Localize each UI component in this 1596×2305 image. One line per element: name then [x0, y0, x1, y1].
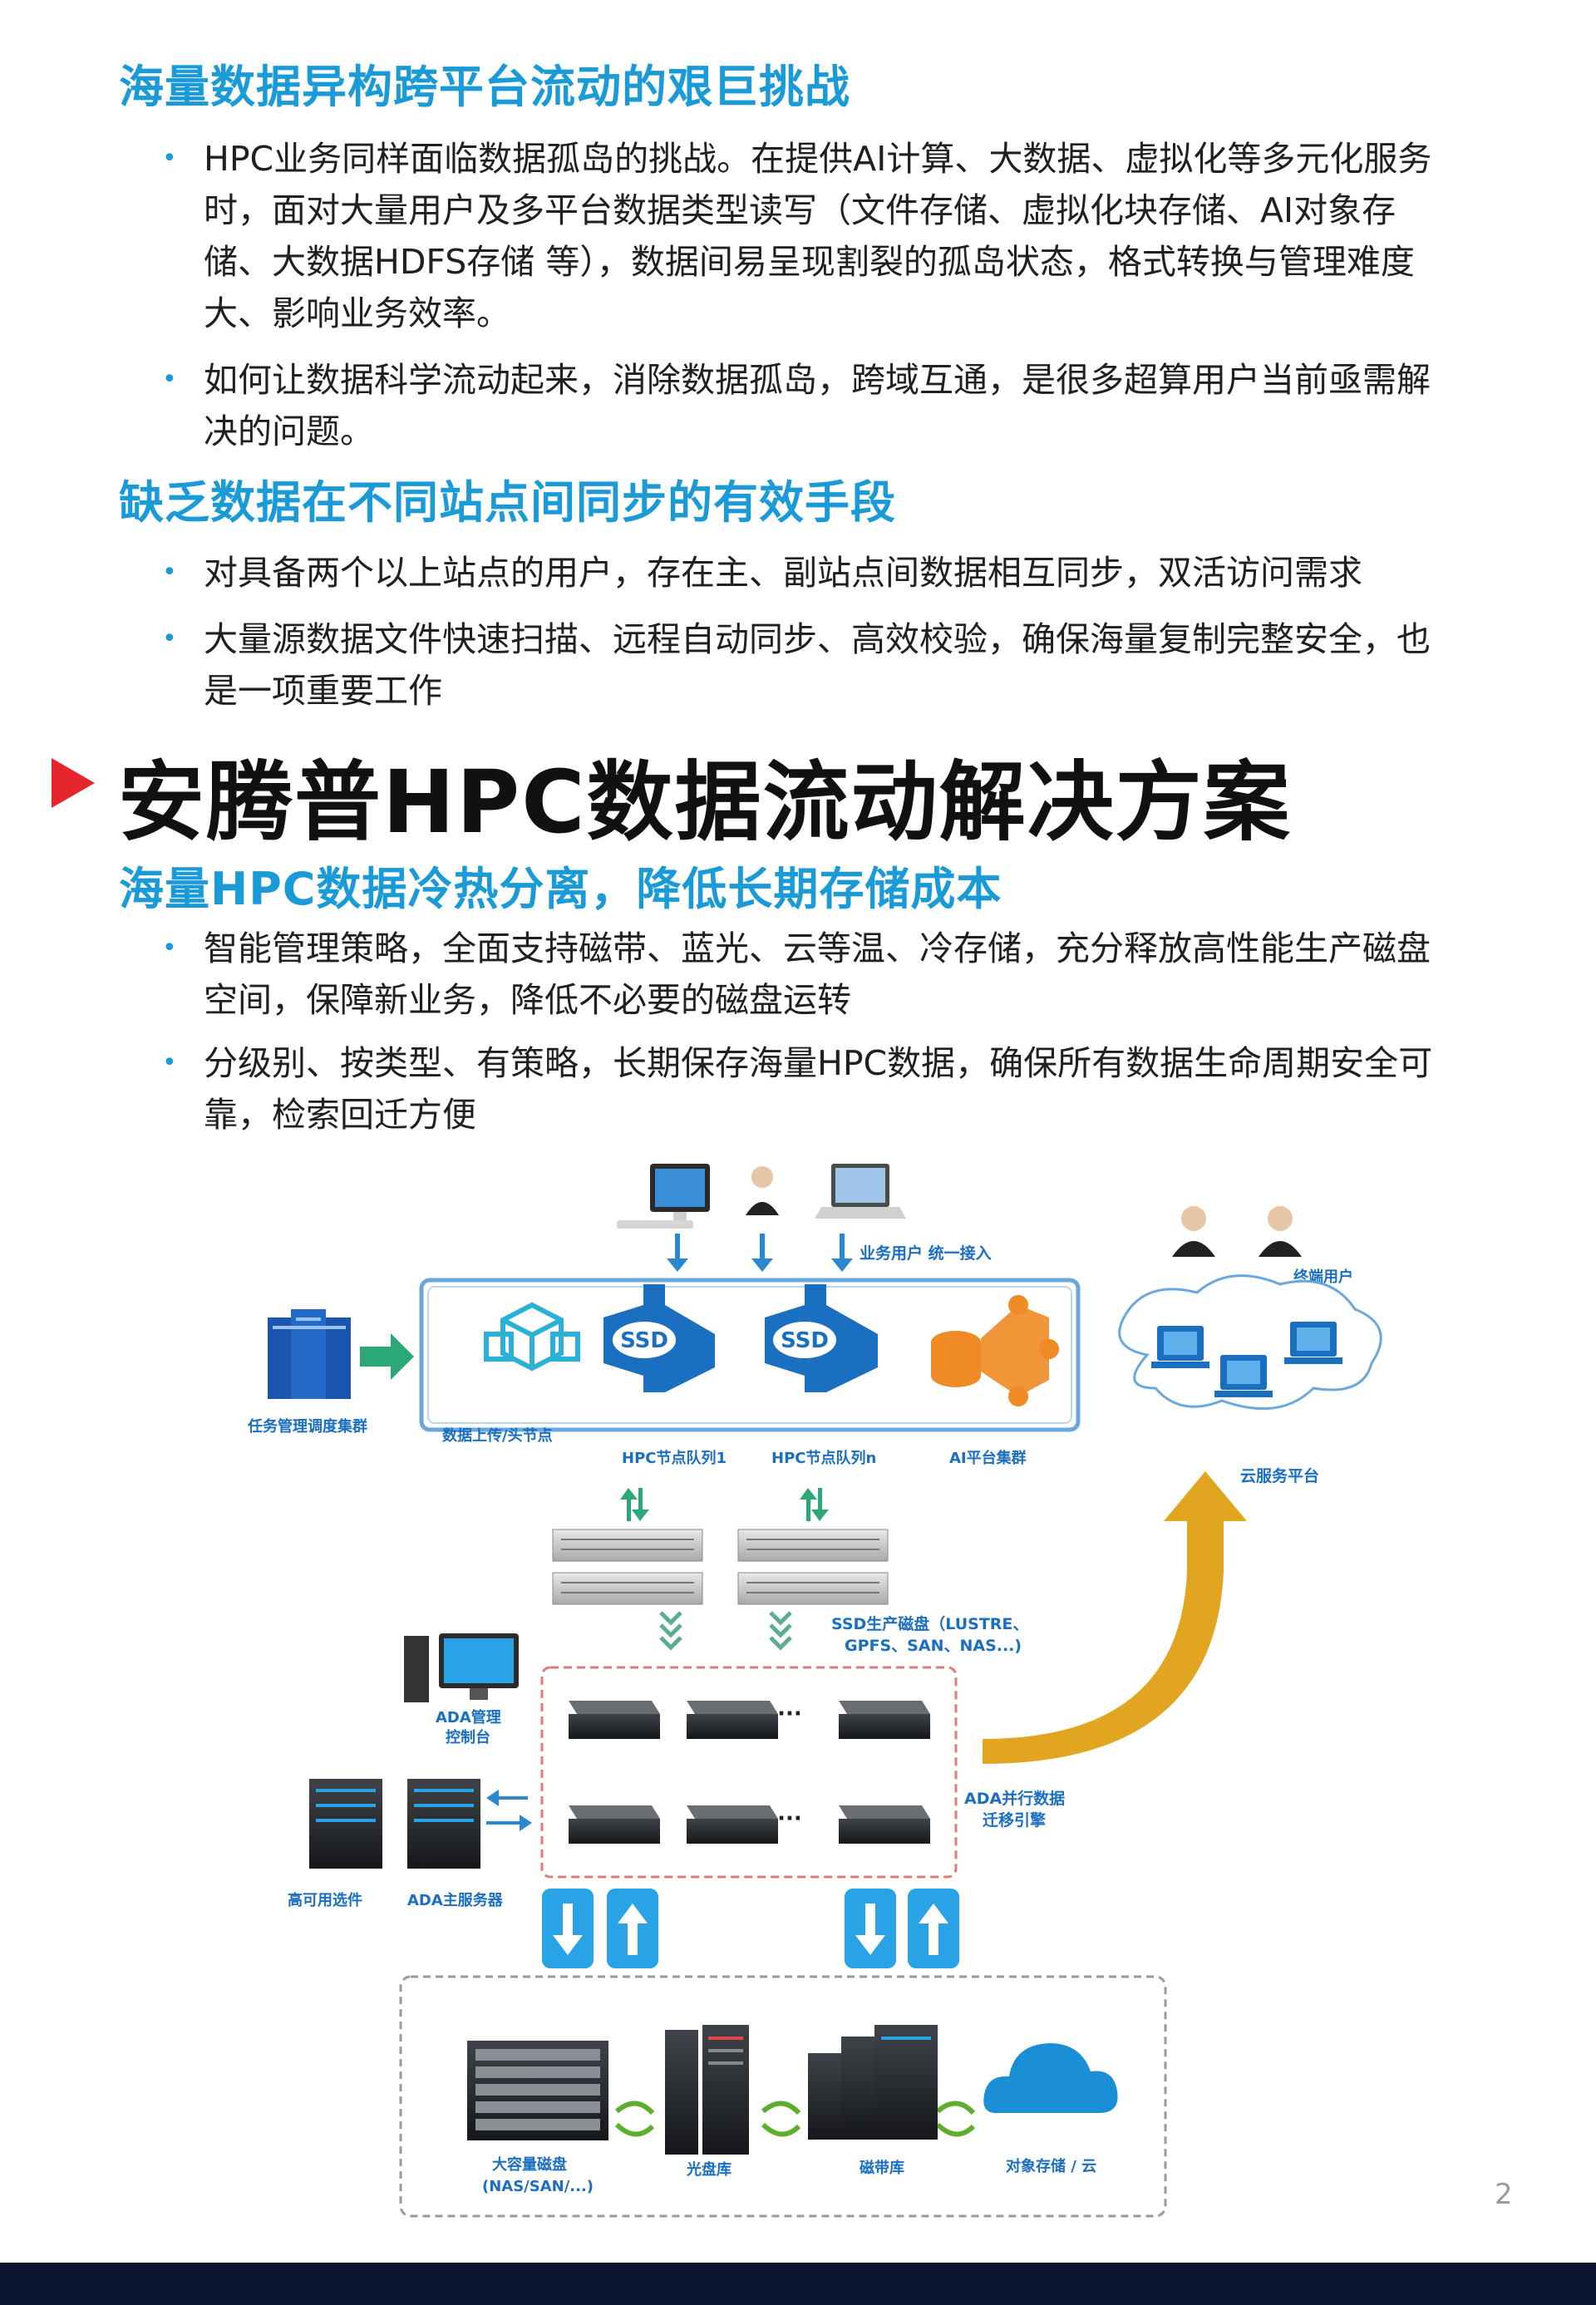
business-users-label: 业务用户 统一接入: [860, 1244, 992, 1263]
chevron-down-icon: [659, 1611, 792, 1651]
cloud-platform-icon: [1118, 1274, 1382, 1411]
ssd-storage-rack: [552, 1529, 889, 1605]
ada-engine-frame: [540, 1666, 958, 1879]
tape-library-label: 磁带库: [860, 2159, 904, 2177]
ada-console-label-2: 控制台: [446, 1728, 490, 1746]
tape-library-icon: [808, 2025, 938, 2140]
ada-console-label: ADA管理: [436, 1708, 501, 1726]
bullet-text: 智能管理策略，全面支持磁带、蓝光、云等温、冷存储，充分释放高性能生产磁盘空间，保…: [204, 928, 1431, 1020]
optical-library-icon: [665, 2025, 749, 2155]
hpc-queue-n-label: HPC节点队列n: [771, 1449, 876, 1467]
bidirectional-arrow-icon: [620, 1488, 829, 1521]
ada-main-server-icon: [407, 1779, 480, 1869]
ha-server-icon: [309, 1779, 382, 1869]
ssd-disk-label: SSD生产磁盘（LUSTRE、: [831, 1614, 1028, 1633]
footer-bar: [0, 2263, 1596, 2305]
bullet-list-challenge: • HPC业务同样面临数据孤岛的挑战。在提供AI计算、大数据、虚拟化等多元化服务…: [162, 133, 1459, 457]
cloud-platform-label: 云服务平台: [1240, 1466, 1319, 1485]
scheduler-label: 任务管理调度集群: [247, 1417, 367, 1436]
list-item: • HPC业务同样面临数据孤岛的挑战。在提供AI计算、大数据、虚拟化等多元化服务…: [162, 133, 1459, 339]
down-arrow-icon: [667, 1234, 853, 1272]
bullet-text: 分级别、按类型、有策略，长期保存海量HPC数据，确保所有数据生命周期安全可靠，检…: [204, 1043, 1433, 1135]
refresh-icon: [614, 2101, 976, 2137]
workstation-icon: [1151, 1322, 1342, 1397]
ada-engine-label-2: 迁移引擎: [983, 1810, 1046, 1830]
ssd-badge: SSD: [781, 1328, 829, 1353]
page-title: 安腾普HPC数据流动解决方案: [118, 751, 1292, 853]
upload-node-icon: [484, 1302, 580, 1372]
user-avatar-icon: [746, 1166, 779, 1215]
scheduler-server-icon: [268, 1309, 351, 1399]
hpc-queue-n-icon: SSD: [765, 1284, 878, 1392]
bullet-dot-icon: •: [162, 624, 177, 653]
bullet-dot-icon: •: [162, 365, 177, 394]
bullet-dot-icon: •: [162, 144, 177, 173]
ai-cluster-icon: [931, 1295, 1059, 1406]
bulk-disk-icon: [467, 2041, 608, 2140]
list-item: • 对具备两个以上站点的用户，存在主、副站点间数据相互同步，双活访问需求: [162, 547, 1459, 598]
architecture-diagram: 业务用户 统一接入 任务管理调度集群 数据上传/头节点 SSD HPC节点队列1…: [247, 1164, 1382, 2218]
list-item: • 如何让数据科学流动起来，消除数据孤岛，跨域互通，是很多超算用户当前亟需解决的…: [162, 354, 1459, 457]
migration-arrow-icon: [983, 1471, 1247, 1764]
optical-library-label: 光盘库: [686, 2160, 732, 2179]
section-heading-sync: 缺乏数据在不同站点间同步的有效手段: [119, 476, 896, 529]
page-number: 2: [1495, 2178, 1513, 2211]
ssd-badge: SSD: [620, 1328, 668, 1353]
green-arrow-icon: [360, 1333, 414, 1380]
ellipsis-text: ···: [777, 1702, 802, 1726]
bulk-disk-label-2: (NAS/SAN/...): [482, 2178, 594, 2195]
ha-option-label: 高可用选件: [288, 1891, 362, 1909]
laptop-icon: [815, 1164, 906, 1219]
section-heading-tiering: 海量HPC数据冷热分离，降低长期存储成本: [119, 863, 1002, 915]
terminal-user-avatar-icon: [1172, 1206, 1302, 1257]
bullet-list-tiering: • 智能管理策略，全面支持磁带、蓝光、云等温、冷存储，充分释放高性能生产磁盘空间…: [162, 923, 1459, 1140]
section-heading-challenge: 海量数据异构跨平台流动的艰巨挑战: [119, 61, 850, 113]
ada-console-icon: [404, 1633, 519, 1702]
cloud-storage-icon: [983, 2043, 1118, 2113]
bullet-text: 大量源数据文件快速扫描、远程自动同步、高效校验，确保海量复制完整安全，也是一项重…: [204, 619, 1431, 711]
list-item: • 大量源数据文件快速扫描、远程自动同步、高效校验，确保海量复制完整安全，也是一…: [162, 613, 1459, 717]
object-cloud-label: 对象存储 / 云: [1006, 2157, 1096, 2175]
bullet-dot-icon: •: [162, 933, 177, 963]
bulk-disk-label: 大容量磁盘: [492, 2155, 567, 2174]
desktop-computer-icon: [617, 1164, 710, 1229]
list-item: • 分级别、按类型、有策略，长期保存海量HPC数据，确保所有数据生命周期安全可靠…: [162, 1037, 1459, 1140]
sync-arrow-icon: [486, 1790, 532, 1831]
tiering-arrow-icon: [542, 1889, 959, 1968]
bullet-text: 如何让数据科学流动起来，消除数据孤岛，跨域互通，是很多超算用户当前亟需解决的问题…: [204, 360, 1431, 451]
red-triangle-icon: [52, 758, 95, 808]
ada-server-label: ADA主服务器: [407, 1891, 504, 1909]
hpc-queue-1-label: HPC节点队列1: [622, 1449, 727, 1467]
list-item: • 智能管理策略，全面支持磁带、蓝光、云等温、冷存储，充分释放高性能生产磁盘空间…: [162, 923, 1459, 1026]
bullet-dot-icon: •: [162, 558, 177, 587]
ada-node-icon: [569, 1701, 930, 1844]
ellipsis-text: ···: [777, 1806, 802, 1831]
hpc-queue-1-icon: SSD: [603, 1284, 715, 1392]
bullet-dot-icon: •: [162, 1048, 177, 1077]
ada-engine-label: ADA并行数据: [964, 1789, 1065, 1808]
ssd-disk-label-2: GPFS、SAN、NAS...): [845, 1637, 1022, 1655]
upload-node-label: 数据上传/头节点: [442, 1426, 553, 1445]
compute-cluster-frame: [419, 1278, 1081, 1432]
bullet-text: HPC业务同样面临数据孤岛的挑战。在提供AI计算、大数据、虚拟化等多元化服务时，…: [204, 139, 1432, 333]
bullet-list-sync: • 对具备两个以上站点的用户，存在主、副站点间数据相互同步，双活访问需求 • 大…: [162, 547, 1459, 717]
bullet-text: 对具备两个以上站点的用户，存在主、副站点间数据相互同步，双活访问需求: [204, 553, 1362, 593]
ai-cluster-label: AI平台集群: [949, 1449, 1027, 1467]
